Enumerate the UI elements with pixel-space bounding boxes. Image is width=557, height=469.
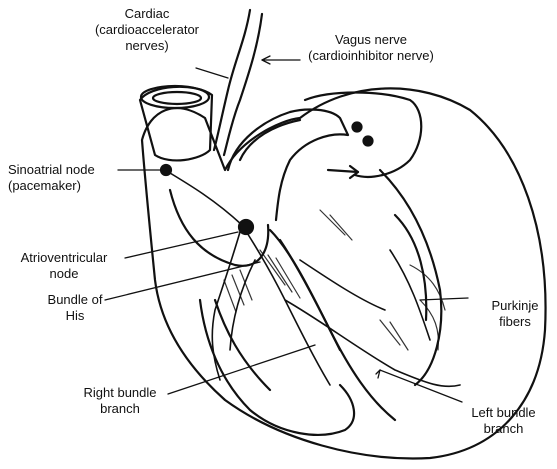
shading [224, 210, 445, 350]
atrioventricular-label-line2: node [4, 266, 124, 282]
vagus-label-line2: (cardioinhibitor nerve) [286, 48, 456, 64]
left-ventricle [380, 170, 441, 385]
purkinje-label: Purkinje fibers [480, 298, 550, 330]
vagus-label: Vagus nerve (cardioinhibitor nerve) [286, 32, 456, 64]
av-node-mark [239, 220, 253, 234]
bundle-his-label-line2: His [40, 308, 110, 324]
sinoatrial-label: Sinoatrial node (pacemaker) [8, 162, 95, 194]
septum [270, 230, 395, 420]
sinoatrial-label-line2: (pacemaker) [8, 178, 95, 194]
cardiac-label: Cardiac (cardioaccelerator nerves) [92, 6, 202, 54]
aorta [228, 110, 348, 220]
sa-node-mark [161, 165, 171, 175]
cardiac-nerve [214, 10, 250, 150]
sinoatrial-label-line1: Sinoatrial node [8, 162, 95, 178]
atrioventricular-label-line1: Atrioventricular [4, 250, 124, 266]
purkinje-label-line2: fibers [480, 314, 550, 330]
left-bundle-label: Left bundle branch [456, 405, 551, 437]
left-bundle-label-line2: branch [456, 421, 551, 437]
conduction-system [165, 170, 460, 386]
heart-outline [142, 88, 546, 458]
right-bundle-label-line1: Right bundle [70, 385, 170, 401]
cardiac-label-line3: nerves) [92, 38, 202, 54]
right-bundle-label-line2: branch [70, 401, 170, 417]
purkinje-label-line1: Purkinje [480, 298, 550, 314]
left-bundle-label-line1: Left bundle [456, 405, 551, 421]
bundle-his-label-line1: Bundle of [40, 292, 110, 308]
internal-arrow [328, 170, 358, 172]
bundle-his-label: Bundle of His [40, 292, 110, 324]
cardiac-label-line2: (cardioaccelerator [92, 22, 202, 38]
cardiac-label-line1: Cardiac [92, 6, 202, 22]
right-bundle-label: Right bundle branch [70, 385, 170, 417]
atrioventricular-label: Atrioventricular node [4, 250, 124, 282]
vagus-label-line1: Vagus nerve [286, 32, 456, 48]
